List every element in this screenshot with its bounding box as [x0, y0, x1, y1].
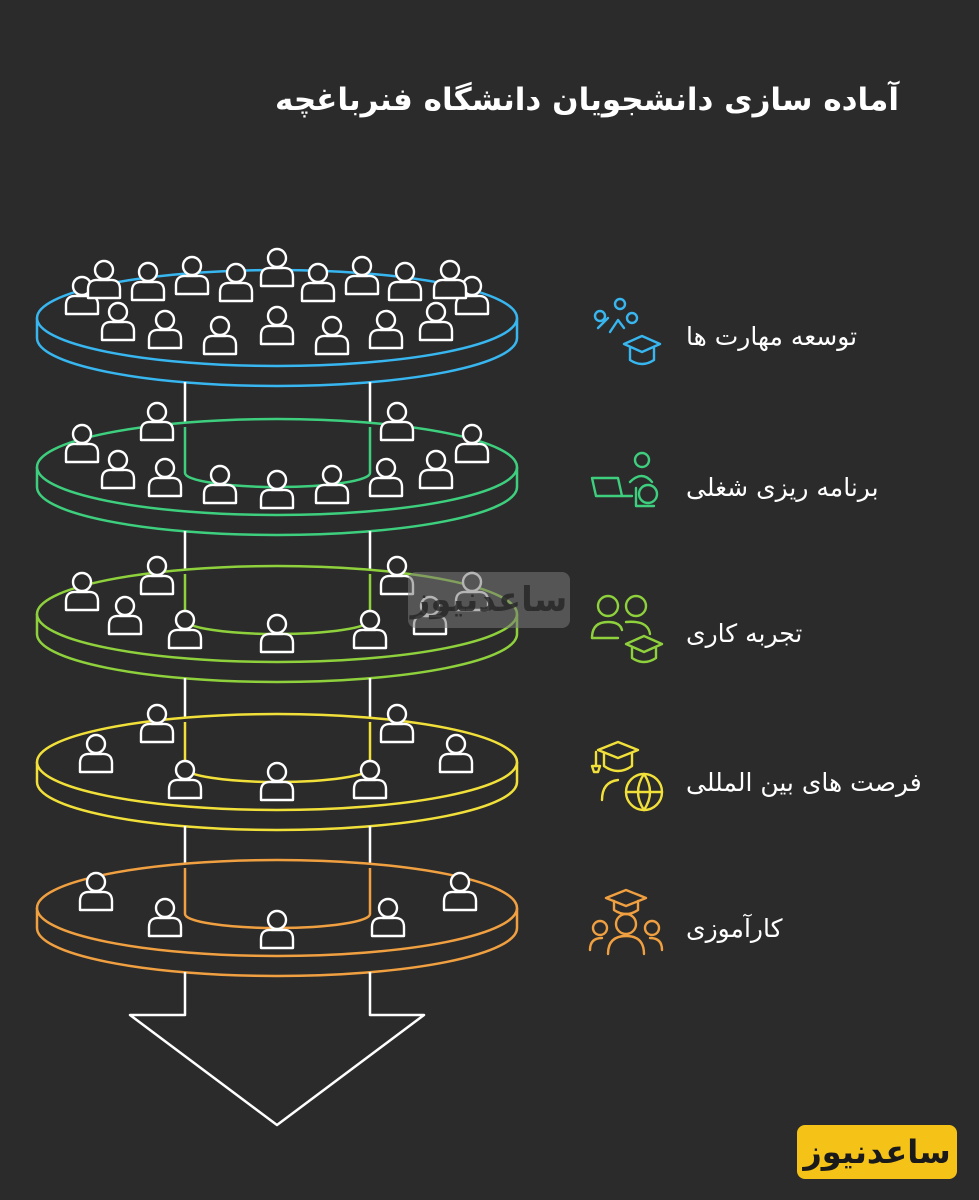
layer-label-career-planning: برنامه ریزی شغلی — [686, 473, 879, 502]
brand-logo: ساعدنیوز — [797, 1125, 957, 1179]
person-icon — [387, 261, 423, 302]
international-globe-icon — [590, 740, 664, 812]
career-planning-icon — [590, 451, 659, 508]
skills-graduation-icon — [593, 297, 662, 366]
layers-group — [35, 247, 519, 978]
page-title: آماده سازی دانشجویان دانشگاه فنرباغچه — [275, 82, 899, 118]
layer-label-skills: توسعه مهارت ها — [686, 322, 858, 351]
person-icon — [130, 261, 166, 302]
person-icon — [454, 423, 490, 464]
person-icon — [64, 423, 100, 464]
layer-label-international: فرصت های بین المللی — [686, 768, 922, 797]
person-icon — [259, 247, 295, 288]
layer-label-internship: کارآموزی — [686, 914, 783, 943]
down-arrow — [128, 975, 426, 1127]
person-icon — [174, 255, 210, 296]
watermark: ساعدنیوز — [408, 572, 570, 628]
person-icon — [344, 255, 380, 296]
person-icon — [139, 703, 175, 744]
person-icon — [139, 555, 175, 596]
person-icon — [379, 703, 415, 744]
work-experience-icon — [590, 594, 664, 664]
layer-label-work-experience: تجربه کاری — [686, 619, 803, 648]
person-icon — [432, 259, 468, 300]
person-icon — [139, 401, 175, 442]
person-icon — [86, 259, 122, 300]
person-icon — [379, 401, 415, 442]
internship-people-icon — [588, 888, 664, 956]
person-icon — [64, 571, 100, 612]
